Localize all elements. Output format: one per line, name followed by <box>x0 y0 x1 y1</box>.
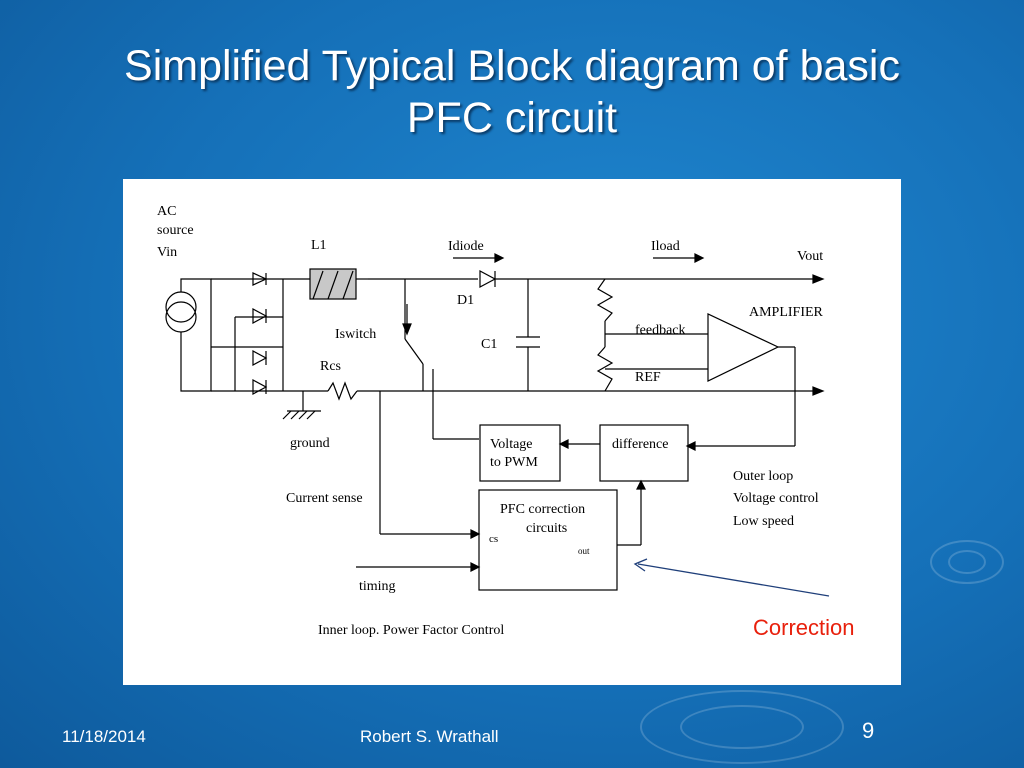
page-number: 9 <box>862 718 875 743</box>
label-timing: timing <box>359 579 396 594</box>
label-source: source <box>157 223 194 238</box>
water-ripple-decoration <box>930 540 1004 584</box>
slide-title: Simplified Typical Block diagram of basi… <box>0 40 1024 144</box>
label-cs: cs <box>489 533 499 545</box>
voltage-to-pwm-block <box>479 424 561 482</box>
footer-date: 11/18/2014 <box>62 727 146 746</box>
label-amplifier: AMPLIFIER <box>749 305 823 320</box>
diode-d1 <box>479 270 497 288</box>
label-rcs: Rcs <box>320 359 341 374</box>
correction-arrow <box>633 558 830 597</box>
ground-symbol <box>282 391 321 420</box>
footer-author: Robert S. Wrathall <box>360 727 499 746</box>
label-d1: D1 <box>457 293 475 308</box>
label-vin: Vin <box>157 245 178 260</box>
label-c1: C1 <box>481 337 498 352</box>
water-ripple-decoration <box>680 705 804 749</box>
label-vout: Vout <box>797 249 824 264</box>
diagram-panel: AC source Vin L1 Idiode Iload Vout D1 AM… <box>123 179 901 685</box>
correction-label: Correction <box>753 615 855 640</box>
label-outer-loop: Outer loop <box>733 469 794 484</box>
label-voltage-control: Voltage control <box>733 491 819 506</box>
label-difference: difference <box>612 437 669 452</box>
label-ref: REF <box>635 370 661 385</box>
label-iload: Iload <box>651 239 680 254</box>
capacitor-c1 <box>516 279 540 391</box>
slide-title-line2: PFC circuit <box>406 94 618 142</box>
label-pfc-correction: PFC correction <box>500 502 586 517</box>
label-circuits: circuits <box>526 521 568 536</box>
label-voltage: Voltage <box>490 437 533 452</box>
inductor-l1 <box>283 268 368 300</box>
ac-source-symbol <box>165 278 212 392</box>
label-ground: ground <box>290 436 330 451</box>
label-feedback: feedback <box>635 323 686 338</box>
amplifier-triangle <box>685 313 796 451</box>
label-iswitch: Iswitch <box>335 327 377 342</box>
feedback-divider <box>596 278 708 392</box>
label-idiode: Idiode <box>448 239 484 254</box>
label-l1: L1 <box>311 238 327 253</box>
bridge-rectifier <box>211 272 284 396</box>
label-current-sense: Current sense <box>286 491 363 506</box>
label-to-pwm: to PWM <box>490 455 538 470</box>
slide-title-line1: Simplified Typical Block diagram of basi… <box>124 42 900 90</box>
label-inner-loop: Inner loop. Power Factor Control <box>318 623 505 638</box>
water-ripple-decoration <box>948 550 986 574</box>
difference-block <box>599 424 689 482</box>
water-ripple-decoration <box>640 690 844 764</box>
label-low-speed: Low speed <box>733 514 795 529</box>
circuit-diagram <box>165 253 830 597</box>
label-ac: AC <box>157 204 177 219</box>
label-out: out <box>578 546 590 556</box>
pfc-correction-block <box>478 489 618 591</box>
